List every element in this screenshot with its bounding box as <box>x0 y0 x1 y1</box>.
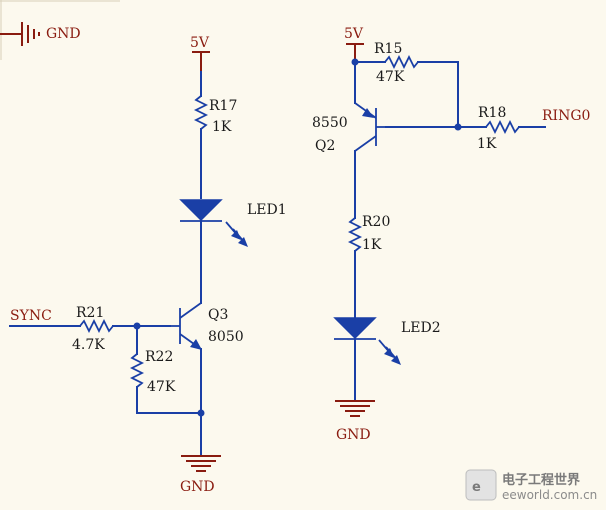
r20-ref: R20 <box>362 214 390 230</box>
resistor-r22 <box>129 353 145 388</box>
eeworld-logo-icon <box>465 469 497 501</box>
r22-ref: R22 <box>145 349 173 365</box>
transistor-q2 <box>354 102 386 152</box>
gnd-symbol-left <box>181 455 221 472</box>
resistor-r18 <box>485 119 520 135</box>
net-label-gnd-top: GND <box>46 26 81 42</box>
watermark: e 电子工程世界 eeworld.com.cn <box>465 469 597 502</box>
r22-value: 47K <box>147 379 176 395</box>
gnd-symbol-right <box>335 400 375 417</box>
r21-value: 4.7K <box>72 337 105 353</box>
net-label-5v-right: 5V <box>344 26 364 42</box>
net-label-gnd-right: GND <box>336 427 371 443</box>
resistor-r15 <box>384 54 419 70</box>
q2-value: 8550 <box>312 115 348 131</box>
led2-symbol <box>333 317 401 365</box>
resistor-r20 <box>347 217 363 252</box>
r15-ref: R15 <box>374 41 402 57</box>
junction-q2-base <box>454 123 462 131</box>
r20-value: 1K <box>362 237 382 253</box>
r17-ref: R17 <box>209 98 237 114</box>
led1-ref: LED1 <box>247 202 287 218</box>
net-label-5v-left: 5V <box>190 35 210 51</box>
led1-symbol <box>179 199 248 247</box>
svg-text:e: e <box>472 480 481 495</box>
q3-ref: Q3 <box>208 307 228 323</box>
vcc-symbol-left <box>192 51 210 72</box>
transistor-q3 <box>170 302 202 350</box>
r18-ref: R18 <box>478 105 506 121</box>
net-label-sync: SYNC <box>10 308 52 324</box>
r15-value: 47K <box>376 69 405 85</box>
watermark-site: eeworld.com.cn <box>502 488 597 502</box>
resistor-r21 <box>79 318 114 334</box>
q3-value: 8050 <box>208 329 244 345</box>
led2-ref: LED2 <box>401 320 441 336</box>
net-label-gnd-left: GND <box>180 479 215 495</box>
resistor-r17 <box>193 95 209 130</box>
sheet-border <box>0 0 120 60</box>
q2-ref: Q2 <box>315 138 335 154</box>
watermark-brand: 电子工程世界 <box>502 472 580 488</box>
r21-ref: R21 <box>76 305 104 321</box>
r17-value: 1K <box>212 119 232 135</box>
gnd-symbol-top <box>0 22 40 46</box>
junction-gnd-left <box>197 409 205 417</box>
r18-value: 1K <box>477 136 497 152</box>
net-label-ring0: RING0 <box>542 108 590 124</box>
